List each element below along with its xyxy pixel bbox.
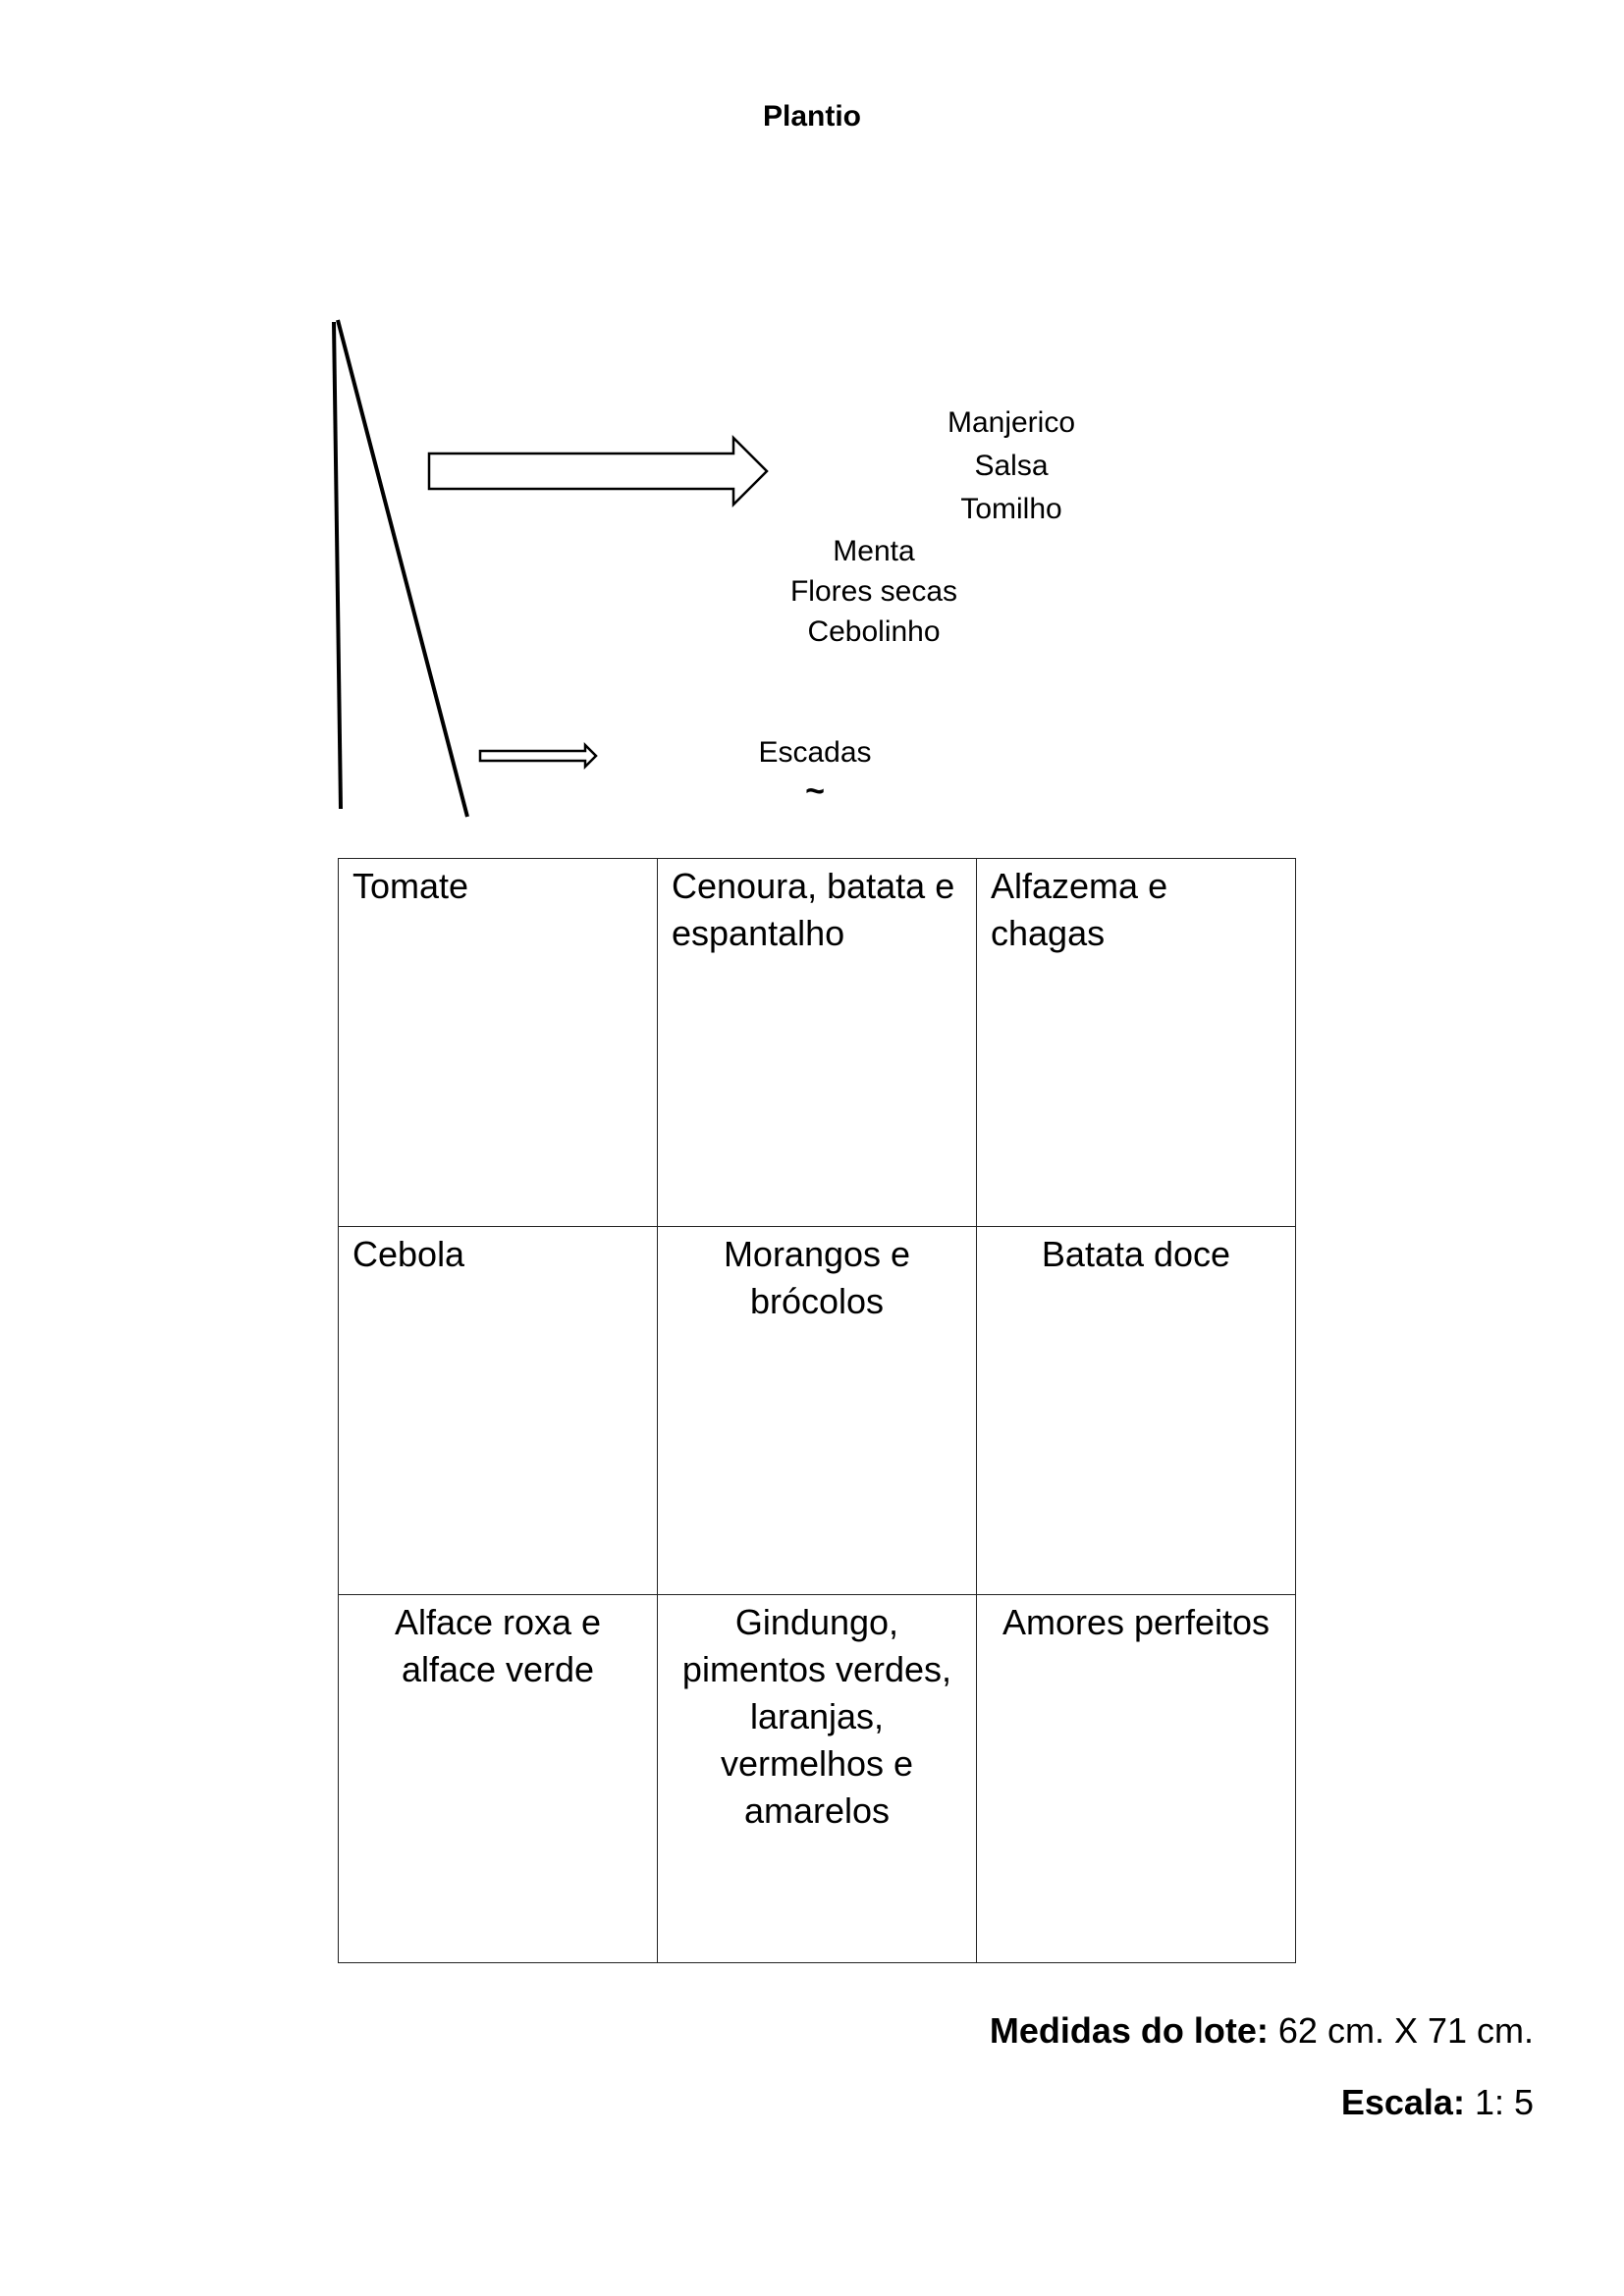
plot-cell: Amores perfeitos (976, 1594, 1296, 1963)
plot-cell: Morangos e brócolos (657, 1226, 977, 1595)
plot-cell: Batata doce (976, 1226, 1296, 1595)
plot-cell: Tomate (338, 858, 658, 1227)
herb-label: Tomilho (960, 493, 1062, 525)
herb-list-upper: Manjerico Salsa Tomilho (913, 401, 1110, 531)
herb-list-lower: Menta Flores secas Cebolinho (776, 531, 972, 652)
plot-cell: Gindungo, pimentos verdes, laranjas, ver… (657, 1594, 977, 1963)
plot-measures-label: Medidas do lote: (989, 2010, 1269, 2051)
plot-measures-value: 62 cm. X 71 cm. (1268, 2010, 1534, 2051)
plot-cell: Cebola (338, 1226, 658, 1595)
fence-line-diagonal (336, 319, 469, 818)
herb-label: Salsa (974, 450, 1049, 482)
plot-scale-label: Escala: (1340, 2082, 1465, 2122)
plot-measures: Medidas do lote: 62 cm. X 71 cm. (990, 2010, 1534, 2052)
plot-cell: Alfazema e chagas (976, 858, 1296, 1227)
stairs-mark: ~ (805, 773, 825, 810)
plot-scale: Escala: 1: 5 (1341, 2082, 1534, 2123)
plot-scale-value: 1: 5 (1464, 2082, 1534, 2122)
plot-cell: Alface roxa e alface verde (338, 1594, 658, 1963)
arrow-right-large-icon (427, 434, 769, 508)
stairs-label: Escadas (758, 736, 872, 769)
arrow-right-small-icon (478, 741, 598, 771)
herb-label: Cebolinho (807, 615, 941, 648)
herb-label: Menta (833, 535, 915, 567)
fence-line-left (332, 321, 343, 810)
herb-label: Manjerico (947, 406, 1076, 439)
garden-sketch (332, 319, 769, 818)
plot-cell: Cenoura, batata e espantalho (657, 858, 977, 1227)
page-title: Plantio (762, 100, 861, 133)
herb-label: Flores secas (789, 575, 958, 608)
